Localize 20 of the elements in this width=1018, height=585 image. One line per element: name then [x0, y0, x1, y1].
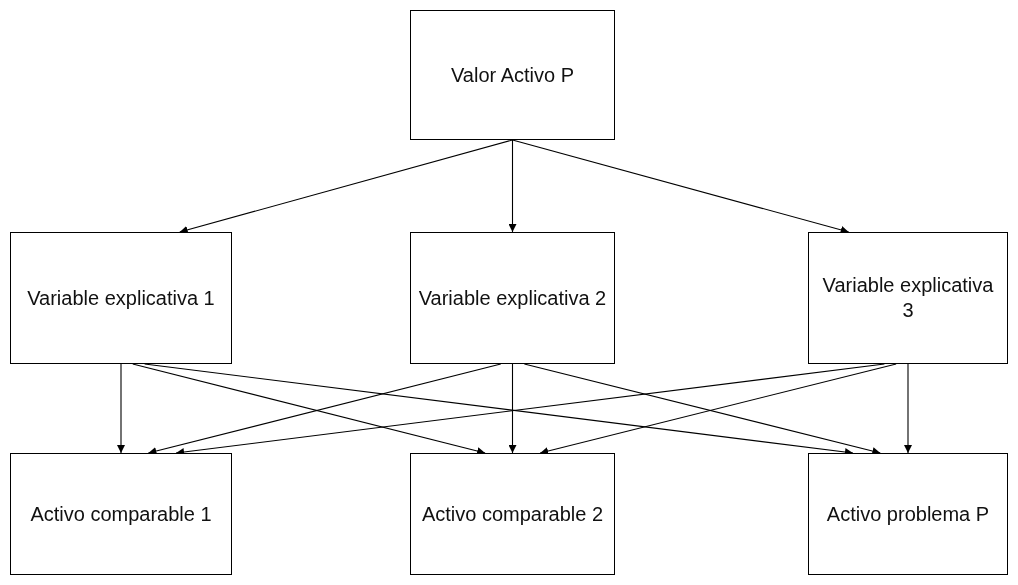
box-label: Activo comparable 2 [421, 501, 604, 527]
box-label: Valor Activo P [451, 62, 574, 88]
box-label: Variable explicativa 2 [418, 285, 607, 311]
box-label: Variable explicativa 1 [27, 285, 215, 311]
process-box [410, 232, 615, 364]
arrow [508, 363, 517, 454]
box-label: Activo comparable 1 [30, 501, 212, 527]
arrow [117, 363, 125, 454]
arrow [508, 139, 517, 233]
arrow [179, 139, 514, 234]
process-box [410, 453, 615, 575]
process-box [10, 453, 232, 575]
process-box [808, 453, 1008, 575]
arrow [511, 139, 850, 234]
arrow [904, 363, 912, 454]
process-box [410, 10, 615, 140]
box-label: Variable explicativa 3 [821, 273, 995, 323]
process-box [808, 232, 1008, 364]
box-label: Activo problema P [826, 501, 990, 527]
process-box [10, 232, 232, 364]
